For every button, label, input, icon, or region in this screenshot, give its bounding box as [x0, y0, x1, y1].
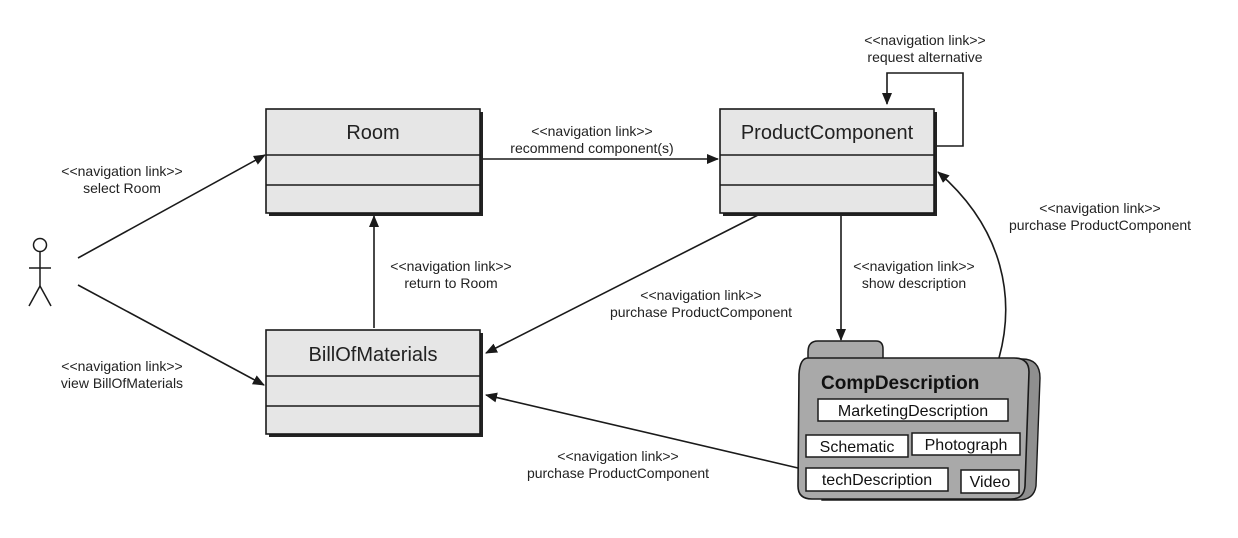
label-purchase-to-product: <<navigation link>> purchase ProductComp… [1009, 200, 1191, 233]
class-room-name: Room [346, 122, 399, 144]
svg-text:show description: show description [862, 275, 966, 291]
svg-text:purchase ProductComponent: purchase ProductComponent [1009, 217, 1191, 233]
actor-icon [28, 237, 52, 307]
label-recommend-component: <<navigation link>> recommend component(… [510, 123, 673, 156]
svg-text:<<navigation link>>: <<navigation link>> [640, 287, 761, 303]
arrow-select-room [77, 154, 266, 259]
package-comp-description[interactable]: CompDescription MarketingDescription Sch… [797, 340, 1041, 501]
item-marketing-description: MarketingDescription [817, 398, 1009, 422]
label-purchase-from-package: <<navigation link>> purchase ProductComp… [527, 448, 709, 481]
svg-text:<<navigation link>>: <<navigation link>> [531, 123, 652, 139]
svg-text:<<navigation link>>: <<navigation link>> [61, 163, 182, 179]
svg-text:MarketingDescription: MarketingDescription [838, 403, 988, 420]
class-bill-of-materials[interactable]: BillOfMaterials [265, 329, 483, 437]
label-view-bom: <<navigation link>> view BillOfMaterials [61, 358, 183, 391]
package-tab [807, 340, 884, 361]
arrow-request-alternative [882, 72, 964, 147]
class-product-component-name: ProductComponent [741, 122, 914, 144]
svg-text:<<navigation link>>: <<navigation link>> [853, 258, 974, 274]
class-room[interactable]: Room [265, 108, 483, 216]
connectors [77, 72, 1007, 469]
class-bill-of-materials-name: BillOfMaterials [309, 344, 438, 366]
svg-text:<<navigation link>>: <<navigation link>> [557, 448, 678, 464]
svg-text:<<navigation link>>: <<navigation link>> [390, 258, 511, 274]
label-select-room: <<navigation link>> select Room [61, 163, 182, 196]
arrow-view-bom [77, 284, 265, 386]
item-video: Video [960, 469, 1020, 494]
label-show-description: <<navigation link>> show description [853, 258, 974, 291]
svg-text:select Room: select Room [83, 180, 161, 196]
svg-text:recommend component(s): recommend component(s) [510, 140, 673, 156]
svg-text:<<navigation link>>: <<navigation link>> [61, 358, 182, 374]
svg-text:return to Room: return to Room [404, 275, 497, 291]
svg-text:view BillOfMaterials: view BillOfMaterials [61, 375, 183, 391]
item-photograph: Photograph [911, 432, 1021, 456]
svg-text:Schematic: Schematic [820, 439, 895, 456]
package-title: CompDescription [821, 373, 979, 394]
label-request-alternative: <<navigation link>> request alternative [864, 32, 985, 65]
item-schematic: Schematic [805, 434, 909, 458]
arrow-purchase-to-bom [485, 213, 761, 354]
arrow-purchase-from-package [485, 392, 799, 469]
svg-text:request alternative: request alternative [867, 49, 982, 65]
svg-text:purchase ProductComponent: purchase ProductComponent [527, 465, 709, 481]
svg-text:<<navigation link>>: <<navigation link>> [864, 32, 985, 48]
class-product-component[interactable]: ProductComponent [719, 108, 937, 216]
arrow-purchase-to-product [937, 171, 1007, 359]
label-return-to-room: <<navigation link>> return to Room [390, 258, 511, 291]
svg-text:Video: Video [970, 474, 1011, 491]
svg-text:<<navigation link>>: <<navigation link>> [1039, 200, 1160, 216]
package-body [797, 357, 1030, 500]
svg-text:Photograph: Photograph [925, 437, 1008, 454]
svg-text:techDescription: techDescription [822, 472, 932, 489]
item-tech-description: techDescription [805, 467, 949, 492]
label-purchase-to-bom: <<navigation link>> purchase ProductComp… [610, 287, 792, 320]
svg-text:purchase ProductComponent: purchase ProductComponent [610, 304, 792, 320]
